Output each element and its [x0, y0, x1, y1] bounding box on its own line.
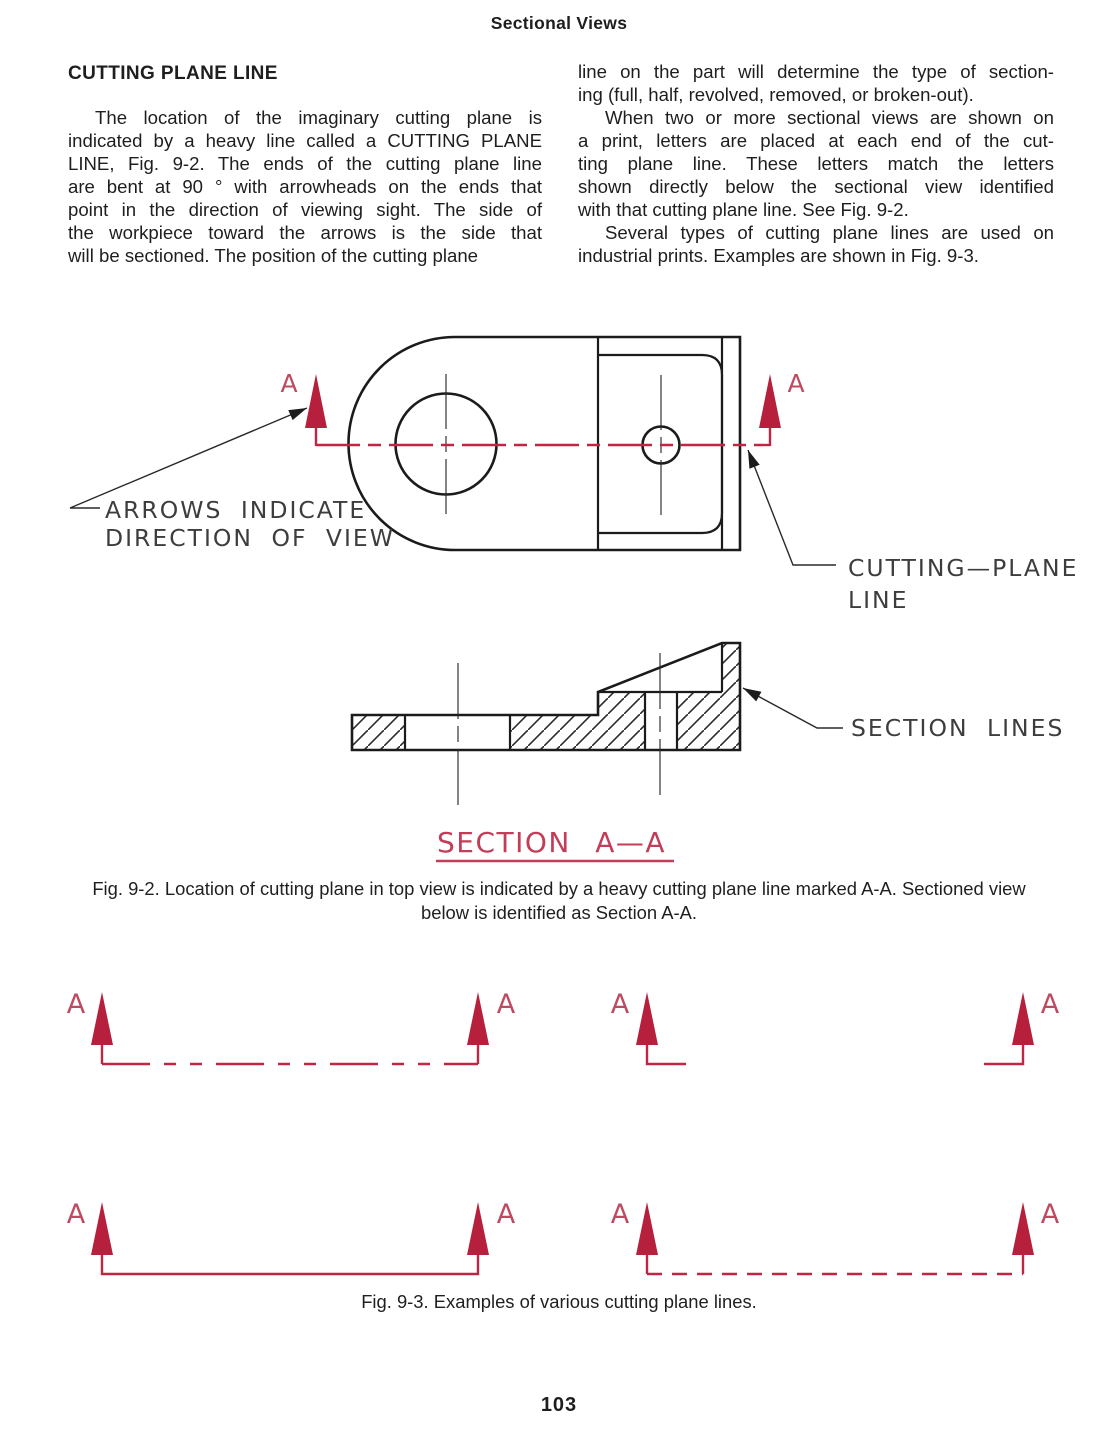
section-view-outline: [350, 641, 742, 752]
label-a: A: [497, 989, 516, 1020]
text-line: ting plane line. These letters match the…: [578, 153, 1054, 174]
leader-arrowhead: [743, 688, 762, 702]
text-line: When two or more sectional views are sho…: [605, 107, 1054, 128]
running-header: Sectional Views: [490, 13, 628, 33]
text-line: the workpiece toward the arrows is the s…: [68, 222, 542, 243]
fig-9-2-drawing: A A ARROWS INDICATE DIRECTION OF VIEW CU…: [69, 335, 1078, 863]
text-line: industrial prints. Examples are shown in…: [578, 245, 979, 266]
cutting-plane-arrow: [636, 1202, 658, 1255]
page-number: 103: [540, 1394, 578, 1416]
cutting-plane-arrow: [91, 992, 113, 1045]
leader-arrowhead: [288, 408, 307, 421]
caption-line: Fig. 9-2. Location of cutting plane in t…: [92, 878, 1026, 899]
text-line: indicated by a heavy line called a CUTTI…: [68, 130, 542, 151]
caption-line: below is identified as Section A-A.: [420, 902, 697, 923]
cutting-plane-arrow: [636, 992, 658, 1045]
top-view-outline: [347, 335, 742, 552]
view-label-a-right: A: [787, 369, 804, 398]
label-a: A: [1041, 1199, 1060, 1230]
fig-9-3-caption: Fig. 9-3. Examples of various cutting pl…: [40, 1290, 1078, 1314]
text-line: are bent at 90 ° with arrowheads on the …: [68, 176, 542, 197]
text-line: with that cutting plane line. See Fig. 9…: [578, 199, 909, 220]
hatch-region: [722, 643, 740, 750]
label-a: A: [67, 989, 86, 1020]
hatch-region: [510, 715, 598, 750]
cutting-plane-arrow: [1012, 1202, 1034, 1255]
cutting-plane-arrow-right: [759, 374, 781, 428]
text-line: ing (full, half, revolved, removed, or b…: [578, 84, 974, 105]
leader-section-lines: [742, 687, 843, 729]
section-heading: CUTTING PLANE LINE: [68, 63, 278, 84]
fig-9-3-drawing: A A A A A A A A: [67, 989, 1060, 1276]
section-lines-label: SECTION LINES: [851, 714, 1064, 742]
hatch-region: [598, 692, 645, 750]
text-line: LINE, Fig. 9-2. The ends of the cutting …: [68, 153, 542, 174]
cutting-plane-arrow: [91, 1202, 113, 1255]
hatch-region: [352, 715, 405, 750]
text-line: The location of the imaginary cutting pl…: [95, 107, 542, 128]
hatch-region: [677, 692, 722, 750]
label-a: A: [1041, 989, 1060, 1020]
leader-arrowhead: [748, 450, 760, 469]
cutting-plane-arrow: [467, 992, 489, 1045]
left-column: The location of the imaginary cutting pl…: [68, 106, 542, 267]
label-a: A: [611, 989, 630, 1020]
cutting-plane-arrow-left: [305, 374, 327, 428]
text-line: Several types of cutting plane lines are…: [605, 222, 1054, 243]
cutting-plane-label-line2: LINE: [848, 586, 908, 614]
label-a: A: [611, 1199, 630, 1230]
label-a: A: [67, 1199, 86, 1230]
cutting-plane-arrow: [467, 1202, 489, 1255]
cutting-plane-arrow: [1012, 992, 1034, 1045]
text-line: a print, letters are placed at each end …: [578, 130, 1054, 151]
text-line: point in the direction of viewing sight.…: [68, 199, 542, 220]
cutting-plane-line-example-2-left: [645, 1045, 686, 1066]
text-line: will be sectioned. The position of the c…: [68, 245, 479, 266]
label-a: A: [497, 1199, 516, 1230]
fig-9-2-caption: Fig. 9-2. Location of cutting plane in t…: [40, 877, 1078, 925]
text-line: line on the part will determine the type…: [578, 61, 1054, 82]
leader-cutting-plane-label: [747, 449, 836, 566]
caption-line: Fig. 9-3. Examples of various cutting pl…: [361, 1291, 757, 1312]
arrows-note-line2: DIRECTION OF VIEW: [105, 524, 395, 552]
arrows-note-line1: ARROWS INDICATE: [105, 496, 366, 524]
leader-arrows-note: [69, 407, 308, 509]
right-column: line on the part will determine the type…: [578, 60, 1054, 267]
section-title: SECTION A—A: [437, 826, 666, 859]
cutting-plane-line-example-2-right: [984, 1045, 1025, 1066]
cutting-plane-label-line1: CUTTING—PLANE: [848, 554, 1078, 582]
view-label-a-left: A: [280, 369, 297, 398]
text-line: shown directly below the sectional view …: [578, 176, 1054, 197]
cutting-plane-line-example-3: [100, 1255, 480, 1276]
